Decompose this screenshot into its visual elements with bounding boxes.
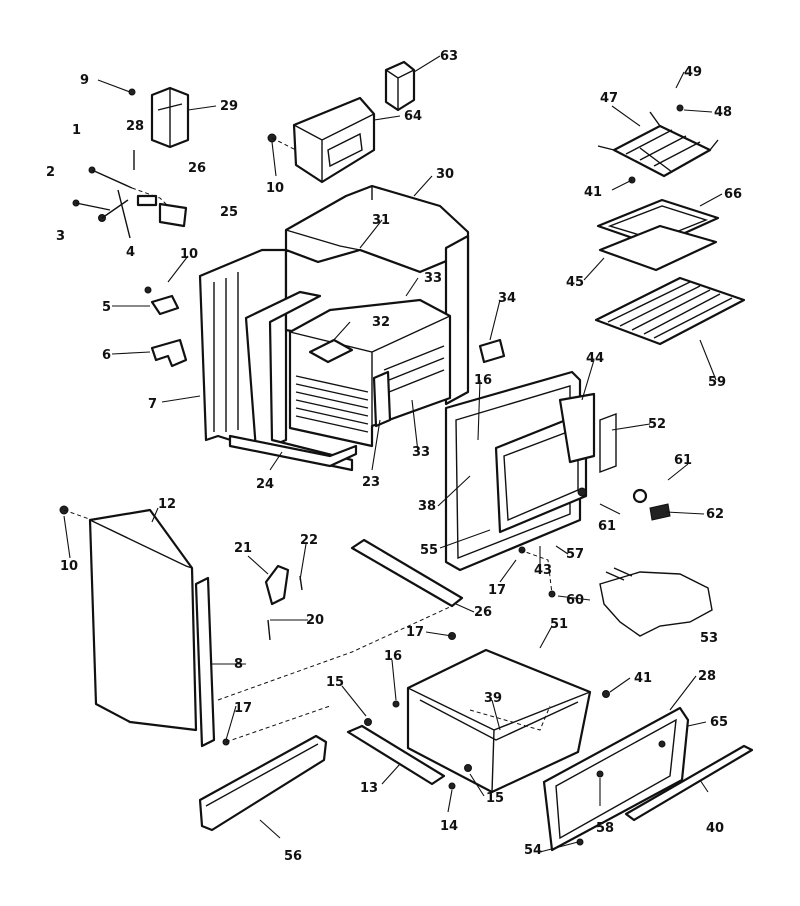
callout: 5 bbox=[102, 300, 111, 315]
callout: 23 bbox=[362, 475, 380, 490]
callout: 6 bbox=[102, 348, 111, 363]
callout: 10 bbox=[180, 247, 198, 262]
part-drawer-front bbox=[542, 706, 690, 852]
callout: 60 bbox=[566, 593, 584, 608]
callout: 15 bbox=[486, 791, 504, 806]
leader-lines bbox=[63, 55, 723, 853]
part-bracket-5 bbox=[150, 338, 188, 368]
callout: 26 bbox=[474, 605, 492, 620]
callout: 21 bbox=[234, 541, 252, 556]
callout: 33 bbox=[412, 445, 430, 460]
callout: 2 bbox=[46, 165, 55, 180]
callout: 29 bbox=[220, 99, 238, 114]
part-side-bracket bbox=[150, 86, 190, 149]
callout: 38 bbox=[418, 499, 436, 514]
callout: 45 bbox=[566, 275, 584, 290]
callout: 61 bbox=[598, 519, 616, 534]
callout: 53 bbox=[700, 631, 718, 646]
part-oven-door bbox=[444, 370, 617, 572]
callout: 30 bbox=[436, 167, 454, 182]
callout: 3 bbox=[56, 229, 65, 244]
callout: 58 bbox=[596, 821, 614, 836]
callout: 16 bbox=[474, 373, 492, 388]
callout: 41 bbox=[634, 671, 652, 686]
callout: 66 bbox=[724, 187, 742, 202]
part-bottom-rail bbox=[350, 538, 464, 608]
callout: 52 bbox=[648, 417, 666, 432]
callout: 25 bbox=[220, 205, 238, 220]
callout: 43 bbox=[534, 563, 552, 578]
callout: 12 bbox=[158, 497, 176, 512]
part-clip-9 bbox=[150, 294, 180, 316]
callout: 34 bbox=[498, 291, 516, 306]
callout: 9 bbox=[80, 73, 89, 88]
callout: 33 bbox=[424, 271, 442, 286]
callout: 39 bbox=[484, 691, 502, 706]
callout: 16 bbox=[384, 649, 402, 664]
callout: 13 bbox=[360, 781, 378, 796]
callout: 65 bbox=[710, 715, 728, 730]
callout: 14 bbox=[440, 819, 458, 834]
callout: 17 bbox=[234, 701, 252, 716]
part-heating-element bbox=[599, 571, 713, 637]
callout: 17 bbox=[488, 583, 506, 598]
part-oven-cabinet bbox=[198, 184, 470, 472]
callout: 28 bbox=[126, 119, 144, 134]
part-storage-drawer bbox=[406, 648, 592, 794]
callout: 55 bbox=[420, 543, 438, 558]
callout: 57 bbox=[566, 547, 584, 562]
callout: 56 bbox=[284, 849, 302, 864]
callout: 26 bbox=[188, 161, 206, 176]
callout-labels: 9 29 1 28 26 2 25 3 4 10 5 6 7 63 64 10 … bbox=[46, 49, 742, 864]
part-oven-rack bbox=[594, 276, 746, 346]
callout: 10 bbox=[266, 181, 284, 196]
callout: 41 bbox=[584, 185, 602, 200]
part-oven-liner bbox=[288, 298, 452, 448]
part-door-hinge bbox=[264, 564, 303, 641]
callout: 40 bbox=[706, 821, 724, 836]
callout: 61 bbox=[674, 453, 692, 468]
callout: 44 bbox=[586, 351, 604, 366]
callout: 24 bbox=[256, 477, 274, 492]
part-broiler-grid bbox=[597, 111, 719, 178]
callout: 64 bbox=[404, 109, 422, 124]
callout: 47 bbox=[600, 91, 618, 106]
callout: 4 bbox=[126, 245, 135, 260]
callout: 48 bbox=[714, 105, 732, 120]
callout: 63 bbox=[440, 49, 458, 64]
part-drawer-panel bbox=[198, 734, 328, 832]
part-trim-strip bbox=[194, 576, 216, 748]
callout: 15 bbox=[326, 675, 344, 690]
callout: 17 bbox=[406, 625, 424, 640]
callout: 51 bbox=[550, 617, 568, 632]
part-panel-34 bbox=[478, 338, 506, 364]
callout: 8 bbox=[234, 657, 243, 672]
callout: 28 bbox=[698, 669, 716, 684]
part-side-panel bbox=[88, 508, 198, 732]
part-hinge-hardware bbox=[72, 150, 188, 239]
callout: 7 bbox=[148, 397, 157, 412]
callout: 49 bbox=[684, 65, 702, 80]
callout: 32 bbox=[372, 315, 390, 330]
part-kick-rail bbox=[624, 744, 754, 822]
callout: 59 bbox=[708, 375, 726, 390]
part-drawer-slide bbox=[346, 724, 446, 786]
part-broiler-pan bbox=[596, 198, 720, 272]
callout: 22 bbox=[300, 533, 318, 548]
callout: 31 bbox=[372, 213, 390, 228]
callout: 10 bbox=[60, 559, 78, 574]
part-vent-cover bbox=[292, 96, 376, 184]
part-knob bbox=[577, 487, 671, 521]
part-duct bbox=[384, 60, 416, 112]
callout: 62 bbox=[706, 507, 724, 522]
callout: 20 bbox=[306, 613, 324, 628]
callout: 1 bbox=[72, 123, 81, 138]
callout: 54 bbox=[524, 843, 542, 858]
